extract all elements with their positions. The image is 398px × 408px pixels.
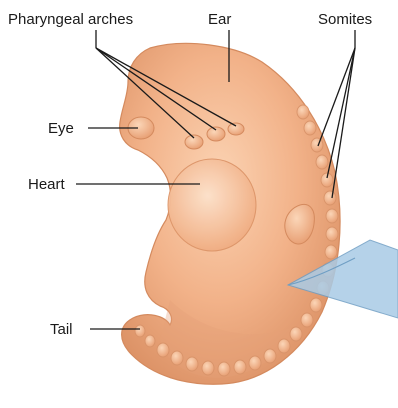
- label-somites: Somites: [318, 11, 372, 28]
- label-pharyngeal-arches: Pharyngeal arches: [8, 11, 133, 28]
- label-heart: Heart: [28, 176, 66, 193]
- label-ear: Ear: [208, 11, 231, 28]
- label-tail: Tail: [50, 321, 73, 338]
- heart-bulge: [168, 159, 256, 251]
- label-eye: Eye: [48, 120, 74, 137]
